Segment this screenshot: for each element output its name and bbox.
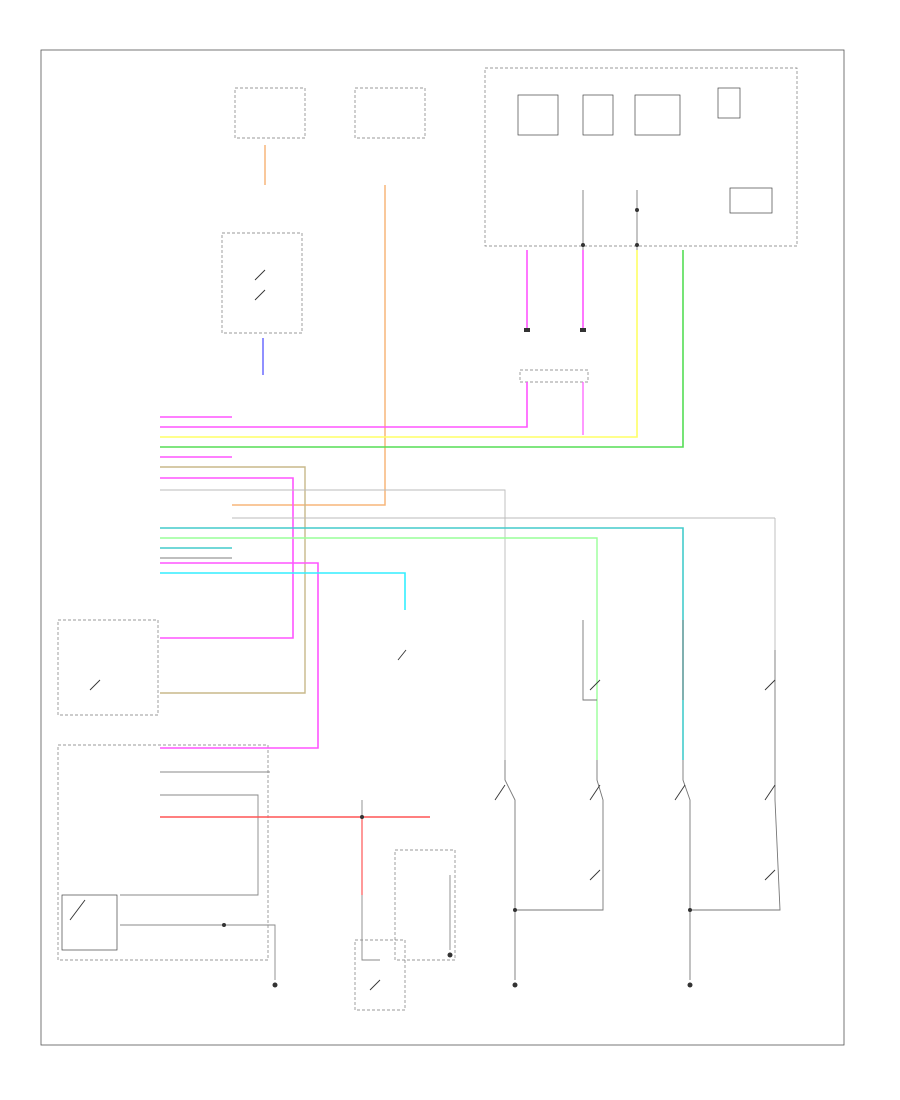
connector-block-center [519,369,589,383]
left-lower-module [57,744,269,961]
wire-green-m [232,250,684,448]
ignition-switch-box [221,232,303,334]
left-switch-module [57,619,159,716]
wire-col1-sw [582,620,597,701]
fuse-block-mid [354,87,426,139]
wire-grey-l2 [120,794,259,896]
connector-pin-1 [524,328,530,332]
wire-col3 [682,760,691,980]
wire-yellow-m [232,250,638,438]
wire-col4 [690,650,781,911]
splice-5 [513,908,517,912]
wire-grey-h1 [160,489,506,760]
connector-pin-2 [580,328,586,332]
wire-orange-2 [232,185,386,506]
diagram-border [40,49,845,1046]
switch-symbol-12 [764,869,776,881]
wire-lightgreen-h [160,537,598,760]
splice-2 [635,243,639,247]
wire-magenta-h5 [160,562,319,749]
wire-cyan-h [160,572,406,610]
switch-symbol-13 [369,979,381,991]
switch-symbol-6 [589,784,601,801]
splice-6 [688,908,692,912]
ground-1 [272,982,278,988]
splice-4 [360,815,364,819]
switch-symbol-3 [89,679,101,691]
switch-symbol-8 [764,784,776,801]
wire-tan-h [160,466,306,694]
switch-symbol-11 [589,869,601,881]
fuse-block-left [234,87,306,139]
module-relay-3 [634,94,681,136]
module-relay-2 [582,94,614,136]
ground-4 [447,952,453,958]
module-fuse [717,87,741,119]
module-sensor [729,187,773,214]
switch-symbol-2 [397,649,407,661]
ground-3 [687,982,693,988]
switch-symbol-5 [494,784,506,801]
module-relay-1 [517,94,559,136]
wire-magenta-c1 [232,382,528,428]
switch-symbol-10 [764,679,776,691]
passenger-presence-box [394,849,456,961]
splice-7 [222,923,226,927]
wire-col1 [504,760,516,980]
switch-symbol-4 [69,899,86,921]
splice-3 [635,208,639,212]
switch-symbol-7 [674,784,686,801]
switch-symbol-9 [589,679,601,691]
splice-1 [581,243,585,247]
passenger-sensing-box [354,939,406,1011]
wire-grey-pass2 [361,895,380,961]
left-sensor-box [61,894,118,951]
switch-symbol-1 [254,269,266,301]
wire-grey-l3 [120,924,276,980]
wire-magenta-h4 [160,477,294,639]
underhood-module-box [484,67,798,247]
ground-2 [512,982,518,988]
wire-col2 [515,760,604,911]
